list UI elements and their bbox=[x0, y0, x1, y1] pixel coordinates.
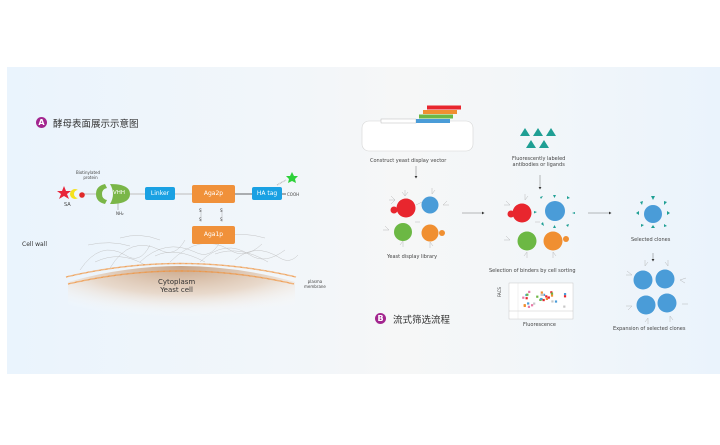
aga2p-box: Aga2p bbox=[192, 185, 235, 203]
vector-plasmid-box bbox=[361, 120, 474, 152]
insert-red bbox=[427, 105, 461, 110]
insert-green bbox=[419, 114, 453, 119]
panel-a-badge: A bbox=[36, 117, 47, 128]
antibodies-label: Fluorescently labeled antibodies or liga… bbox=[512, 156, 565, 168]
facs-dot bbox=[533, 302, 536, 305]
vhh-domain-right bbox=[110, 184, 130, 204]
disulfide-s4: S bbox=[220, 217, 223, 222]
vhh-label: VHH bbox=[113, 190, 126, 196]
sa-label: SA bbox=[64, 202, 71, 208]
facs-dot bbox=[540, 291, 543, 294]
cell-red bbox=[396, 198, 416, 218]
facs-dot bbox=[563, 293, 567, 296]
expansion-cluster bbox=[626, 260, 688, 324]
facs-dot bbox=[545, 297, 548, 300]
selection-label: Selection of binders by cell sorting bbox=[489, 268, 576, 274]
antibodies-line2: antibodies or ligands bbox=[512, 162, 565, 168]
antibodies-line1: Fluorescently labeled bbox=[512, 156, 566, 162]
surface-antibody-spikes bbox=[383, 188, 449, 248]
facs-dot bbox=[528, 290, 531, 294]
aga1p-box: Aga1p bbox=[192, 226, 235, 244]
selected-clone bbox=[636, 196, 670, 228]
facs-dot bbox=[542, 293, 546, 296]
cytoplasm-region bbox=[68, 266, 295, 330]
facs-dot bbox=[540, 293, 543, 296]
insert-blue bbox=[416, 119, 450, 123]
panel-b-title: 流式筛选流程 bbox=[393, 315, 451, 326]
cell-wall-label: Cell wall bbox=[22, 241, 48, 248]
facs-dot bbox=[542, 298, 545, 302]
expansion-label: Expansion of selected clones bbox=[613, 326, 686, 332]
facs-dot bbox=[545, 295, 548, 298]
bound-antibody-markers bbox=[534, 195, 575, 228]
disulfide-s1: S bbox=[199, 208, 202, 213]
disulfide-s2: S bbox=[220, 208, 223, 213]
biotinylated-line2: protein bbox=[83, 175, 98, 180]
biotinylated-protein-label: Biotinylated protein bbox=[76, 170, 100, 180]
cell-blue bbox=[421, 196, 439, 214]
panel-a-title: 酵母表面展示示意图 bbox=[53, 119, 139, 130]
cooh-label: COOH bbox=[287, 192, 300, 197]
facs-dot bbox=[525, 297, 528, 300]
facs-dot bbox=[522, 296, 525, 299]
fluorescent-star-icon bbox=[286, 172, 298, 183]
disulfide-s3: S bbox=[199, 217, 202, 222]
yeast-library-label: Yeast display library bbox=[387, 254, 438, 260]
cytoplasm-text: Cytoplasm bbox=[158, 278, 196, 286]
facs-axis-label: FACS bbox=[497, 287, 502, 297]
facs-dot bbox=[551, 300, 554, 303]
facs-plot bbox=[508, 282, 574, 320]
facs-dot bbox=[563, 295, 567, 298]
streptavidin-star-icon bbox=[57, 186, 71, 199]
cell-orange bbox=[421, 224, 439, 242]
plasma-membrane-inner bbox=[67, 270, 295, 285]
fluorescence-axis-label: Fluorescence bbox=[523, 322, 556, 328]
facs-dot bbox=[527, 305, 531, 308]
yeast-library-cluster bbox=[383, 188, 449, 248]
facs-dot bbox=[526, 293, 529, 296]
plasma-membrane-outer bbox=[65, 262, 297, 278]
facs-dot bbox=[541, 293, 544, 296]
panel-b-badge: B bbox=[375, 313, 386, 324]
nh2-label: NH₂ bbox=[116, 211, 124, 216]
facs-dot bbox=[550, 294, 554, 297]
facs-dot bbox=[523, 304, 526, 308]
facs-dot bbox=[547, 296, 550, 299]
facs-dot bbox=[550, 291, 553, 294]
facs-dot bbox=[540, 297, 543, 301]
insert-orange bbox=[423, 110, 457, 114]
facs-dot bbox=[550, 292, 554, 295]
biotinylated-line1: Biotinylated bbox=[76, 170, 101, 175]
cytoplasm-label: Cytoplasm Yeast cell bbox=[158, 278, 195, 294]
plasma-membrane-label: plasma membrane bbox=[304, 279, 326, 289]
selected-clones-label: Selected clones bbox=[631, 237, 671, 243]
selection-cluster bbox=[504, 194, 575, 258]
plasma-line1: plasma bbox=[307, 279, 323, 284]
labeled-antibody-icons bbox=[520, 128, 556, 148]
construct-vector-label: Construct yeast display vector bbox=[370, 158, 447, 164]
vhh-domain-left bbox=[96, 184, 107, 204]
linker-box: Linker bbox=[145, 187, 175, 200]
biotin-dot bbox=[79, 192, 85, 198]
facs-dot bbox=[530, 304, 534, 307]
ha-tag-box: HA tag bbox=[252, 187, 282, 200]
plasma-line2: membrane bbox=[304, 284, 326, 289]
facs-dot bbox=[527, 302, 530, 305]
yeast-cell-text: Yeast cell bbox=[160, 286, 193, 294]
cell-wall-fibres bbox=[79, 234, 299, 271]
facs-dot bbox=[536, 295, 539, 298]
facs-dot bbox=[554, 300, 558, 303]
cell-green bbox=[394, 223, 412, 241]
facs-dots bbox=[522, 290, 567, 308]
facs-dot bbox=[563, 305, 566, 308]
